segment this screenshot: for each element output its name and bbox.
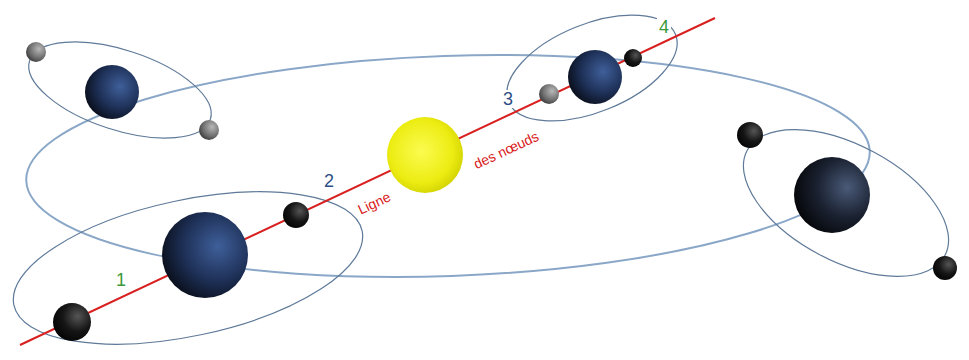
earth (85, 65, 139, 119)
earth (162, 212, 248, 298)
moon (26, 42, 46, 62)
moon (624, 49, 642, 67)
moon (539, 84, 559, 104)
sun (387, 117, 463, 193)
earth (794, 157, 870, 233)
moon (737, 122, 763, 148)
line-label: des nœuds (469, 128, 542, 172)
callout-number: 3 (501, 90, 515, 108)
callout-number: 2 (322, 172, 336, 190)
moon-orbit (17, 23, 222, 158)
moon-orbit (492, 0, 692, 143)
moon (199, 120, 219, 140)
moon-orbit (720, 99, 969, 307)
moon (283, 202, 309, 228)
moon (933, 256, 957, 280)
callout-number: 1 (114, 271, 128, 289)
moon (53, 303, 91, 341)
callout-number: 4 (657, 18, 671, 36)
moon-orbit (0, 164, 376, 360)
line-label: Ligne (354, 189, 395, 218)
earth-orbit (22, 41, 873, 290)
earth (568, 50, 622, 104)
node-line (20, 18, 715, 345)
